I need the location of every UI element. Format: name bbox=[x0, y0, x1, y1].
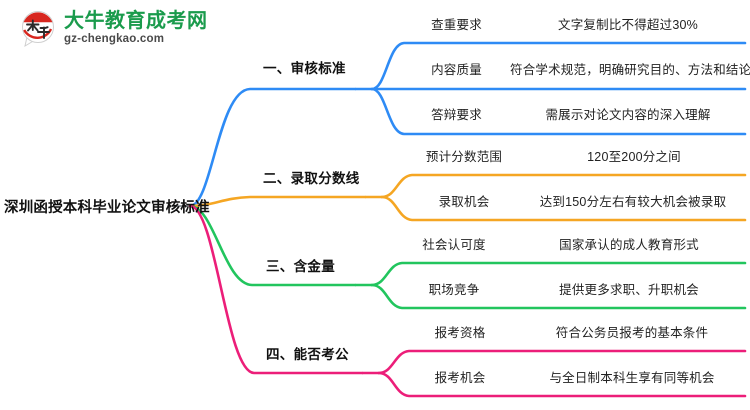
daniu-logo-icon bbox=[18, 8, 58, 48]
branch-label-3[interactable]: 三、含金量 bbox=[266, 259, 335, 274]
leaf-key-4-1[interactable]: 报考资格 bbox=[434, 326, 486, 340]
leaf-value-3-1: 国家承认的成人教育形式 bbox=[559, 238, 699, 252]
leaf-key-1-2[interactable]: 内容质量 bbox=[431, 63, 482, 77]
leaf-key-4-2[interactable]: 报考机会 bbox=[434, 371, 486, 385]
mindmap-root-label: 深圳函授本科毕业论文审核标准 bbox=[4, 200, 210, 216]
leaf-key-2-1[interactable]: 预计分数范围 bbox=[425, 150, 503, 164]
leaf-value-2-1: 120至200分之间 bbox=[587, 150, 681, 164]
branch-label-2[interactable]: 二、录取分数线 bbox=[263, 171, 360, 186]
leaf-value-3-2: 提供更多求职、升职机会 bbox=[559, 283, 699, 297]
leaf-value-1-3: 需展示对论文内容的深入理解 bbox=[545, 108, 711, 122]
leaf-key-1-3[interactable]: 答辩要求 bbox=[431, 108, 482, 122]
branch-label-1[interactable]: 一、审核标准 bbox=[263, 61, 346, 76]
leaf-value-1-2: 符合学术规范，明确研究目的、方法和结论 bbox=[510, 63, 750, 77]
leaf-key-2-2[interactable]: 录取机会 bbox=[438, 195, 490, 209]
leaf-value-4-2: 与全日制本科生享有同等机会 bbox=[549, 371, 715, 385]
leaf-key-1-1[interactable]: 查重要求 bbox=[431, 18, 482, 32]
site-logo[interactable]: 大牛教育成考网 gz-chengkao.com bbox=[18, 8, 208, 48]
leaf-key-3-1[interactable]: 社会认可度 bbox=[422, 238, 486, 252]
logo-domain: gz-chengkao.com bbox=[64, 32, 165, 45]
leaf-value-1-1: 文字复制比不得超过30% bbox=[558, 18, 698, 32]
leaf-key-3-2[interactable]: 职场竞争 bbox=[428, 283, 480, 297]
logo-title: 大牛教育成考网 bbox=[64, 9, 208, 32]
leaf-value-2-2: 达到150分左右有较大机会被录取 bbox=[539, 195, 727, 209]
branch-label-4[interactable]: 四、能否考公 bbox=[266, 347, 349, 362]
leaf-value-4-1: 符合公务员报考的基本条件 bbox=[555, 326, 709, 340]
